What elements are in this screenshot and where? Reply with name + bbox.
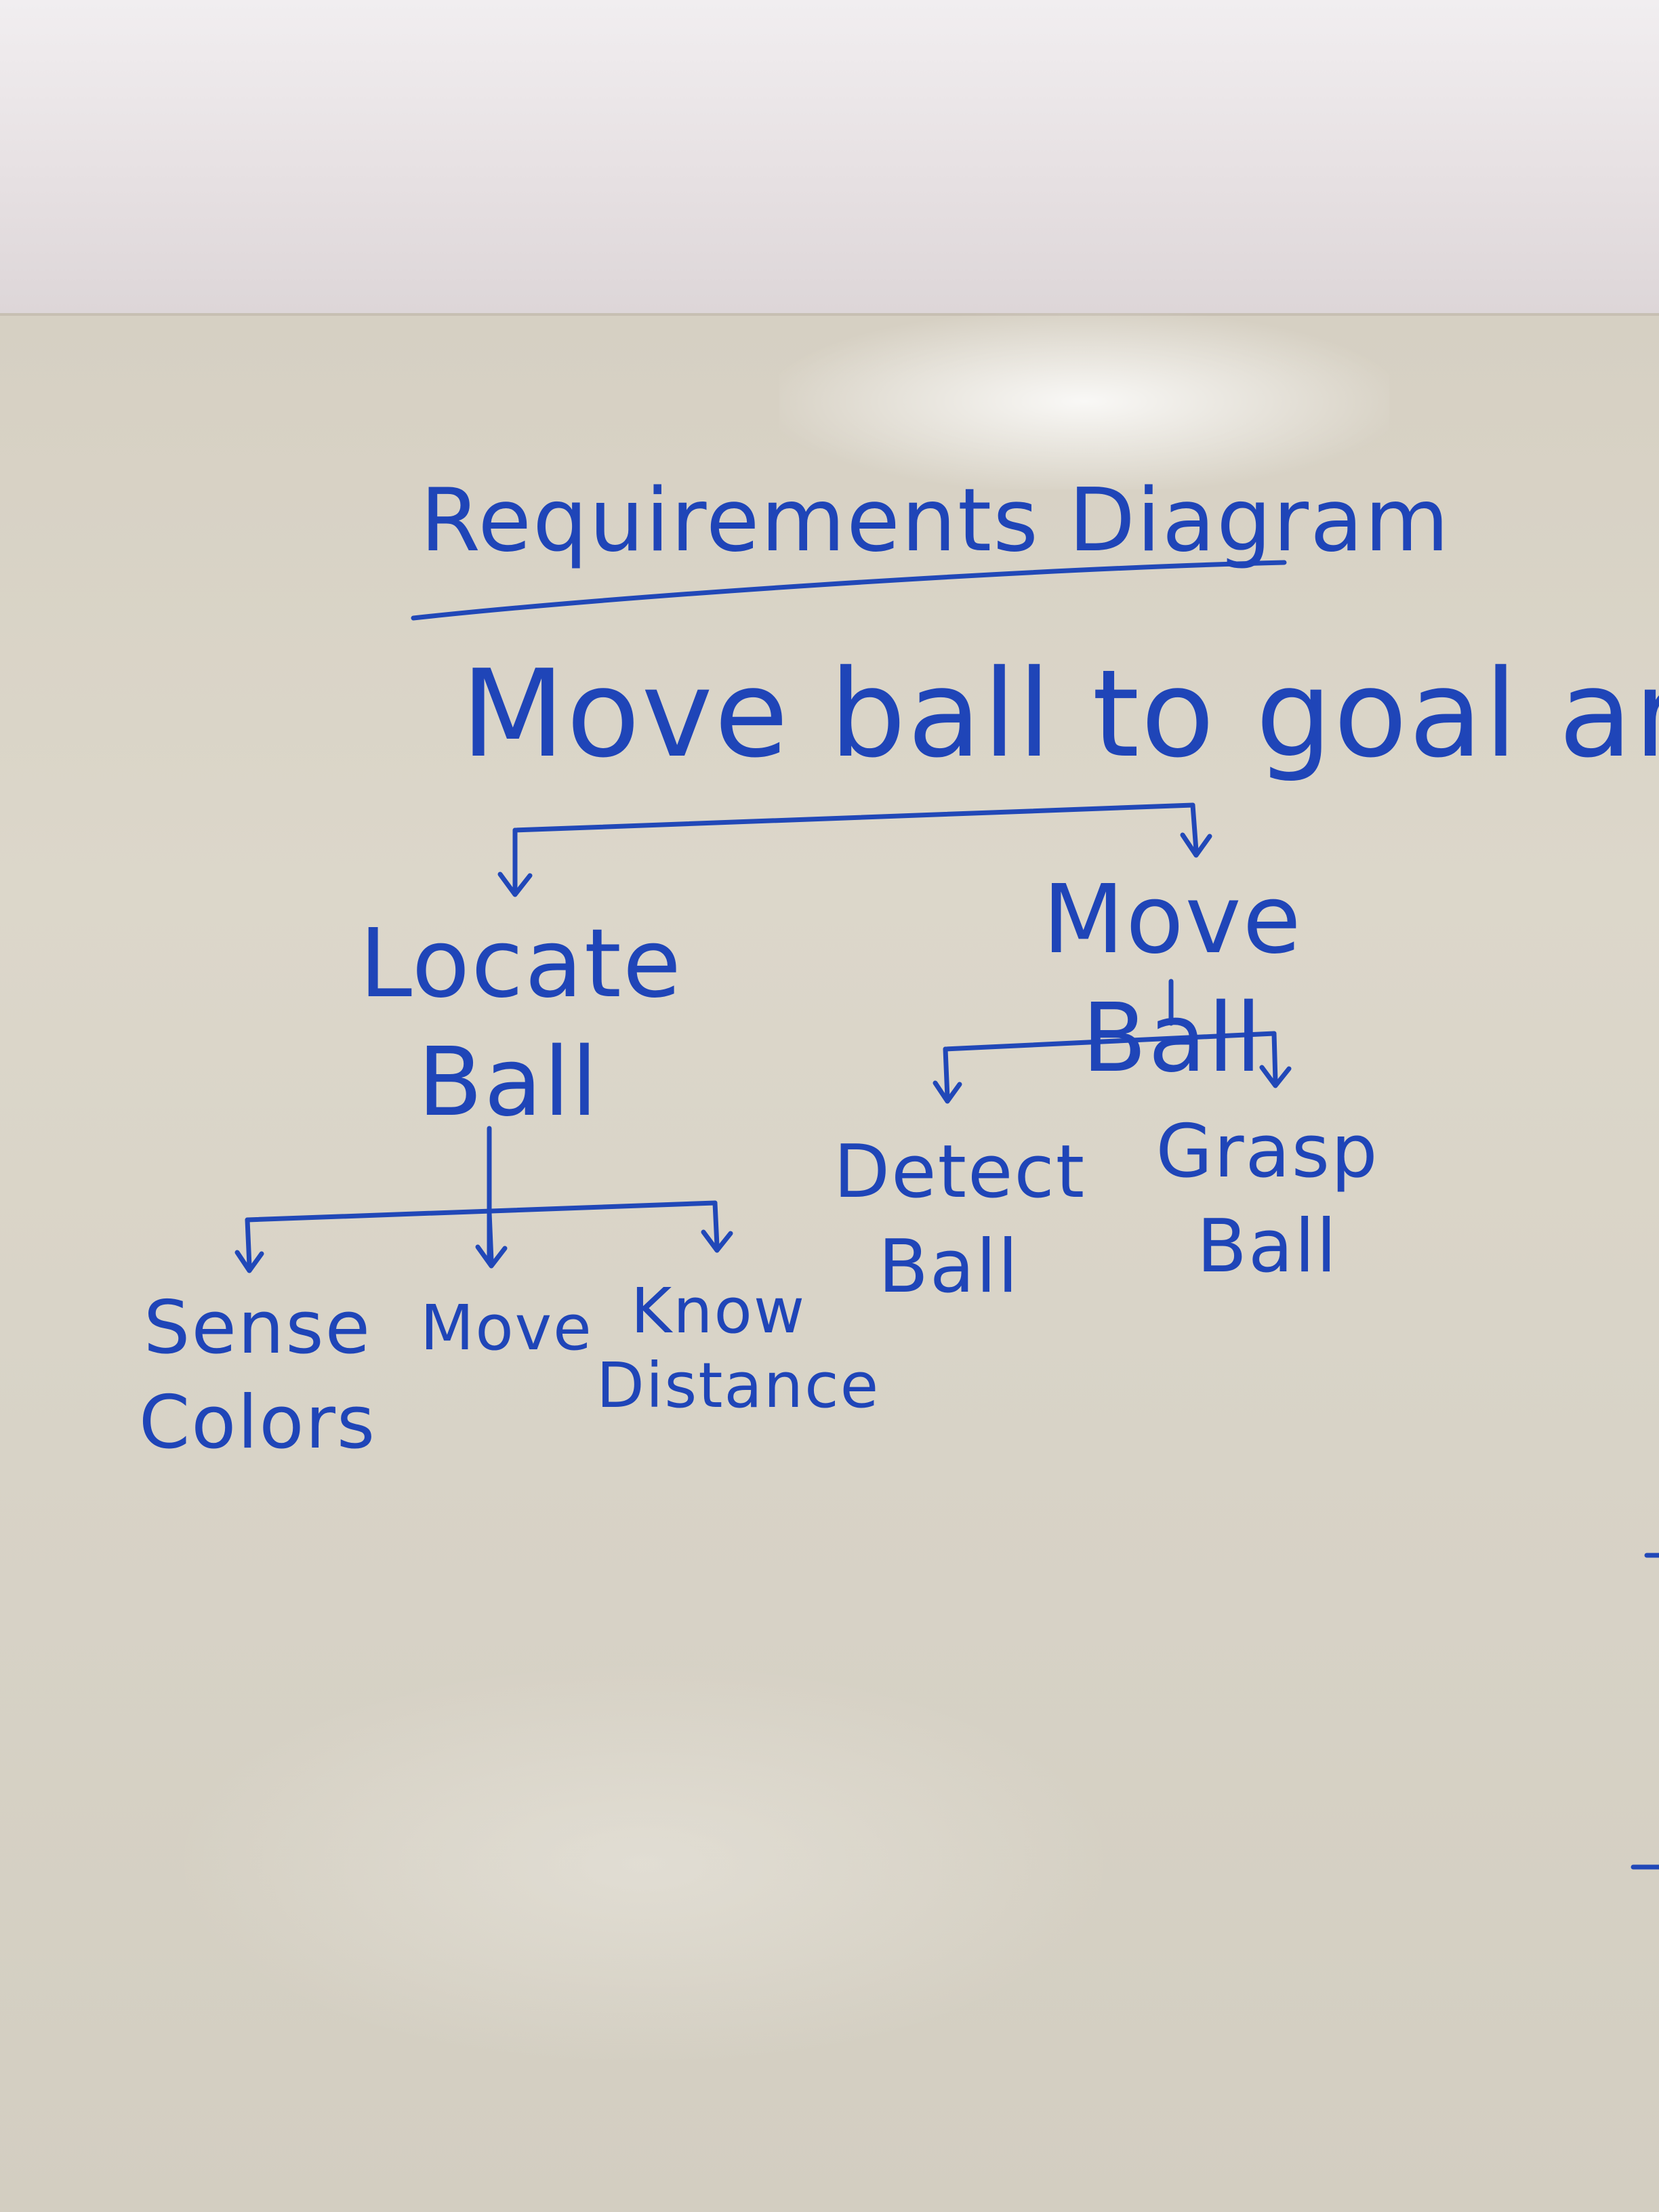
node-grasp-ball-line2: Ball [1196, 1204, 1338, 1290]
locate-drop-3 [712, 1200, 720, 1248]
node-know-distance: Know Distance [596, 1274, 880, 1424]
node-detect-ball-line2: Ball [878, 1225, 1020, 1310]
move-arrow-2 [1259, 1065, 1292, 1088]
locate-arrow-1 [234, 1250, 264, 1273]
smudge [169, 1660, 1118, 2067]
wall [0, 0, 1659, 313]
node-sense-colors: Sense Colors [136, 1281, 380, 1471]
root-branch-left-arrow [497, 872, 533, 897]
node-move: Move [420, 1291, 593, 1366]
locate-drop-2 [487, 1210, 494, 1263]
node-grasp-ball-line1: Grasp [1155, 1109, 1379, 1194]
locate-drop-1 [245, 1217, 252, 1269]
move-arrow-1 [933, 1080, 962, 1104]
root-branch-right-arrow [1180, 832, 1212, 858]
title-underline [411, 560, 1287, 621]
node-know-distance-line1: Know [630, 1275, 806, 1347]
locate-arrow-2 [475, 1244, 508, 1269]
move-drop-1 [943, 1046, 950, 1101]
node-sense-colors-line2: Colors [138, 1380, 377, 1466]
locate-arrow-3 [701, 1229, 733, 1253]
move-branch-line [943, 1031, 1277, 1052]
node-sense-colors-line1: Sense [143, 1286, 372, 1370]
node-detect-ball: Detect Ball [834, 1125, 1086, 1315]
root-branch-right-drop [1190, 802, 1199, 853]
diagram-title: Requirements Diagram [420, 470, 1451, 571]
locate-branch-line [245, 1200, 718, 1223]
light-glare [779, 313, 1389, 489]
node-know-distance-line2: Distance [596, 1349, 880, 1422]
node-move-line1: Move [420, 1292, 593, 1364]
move-drop-2 [1271, 1031, 1278, 1084]
node-locate-ball-line2: Ball [417, 1027, 599, 1138]
node-detect-ball-line1: Detect [834, 1130, 1086, 1214]
node-locate-ball-line1: Locate [359, 909, 682, 1019]
node-move-ball-line1: Move Ball [1042, 865, 1303, 1094]
node-move-ball: Move Ball [962, 861, 1382, 1098]
node-grasp-ball: Grasp Ball [1152, 1105, 1382, 1295]
root-branch-line [512, 802, 1195, 833]
root-requirement: Move ball to goal area [461, 644, 1659, 784]
node-locate-ball: Locate Ball [359, 905, 682, 1142]
